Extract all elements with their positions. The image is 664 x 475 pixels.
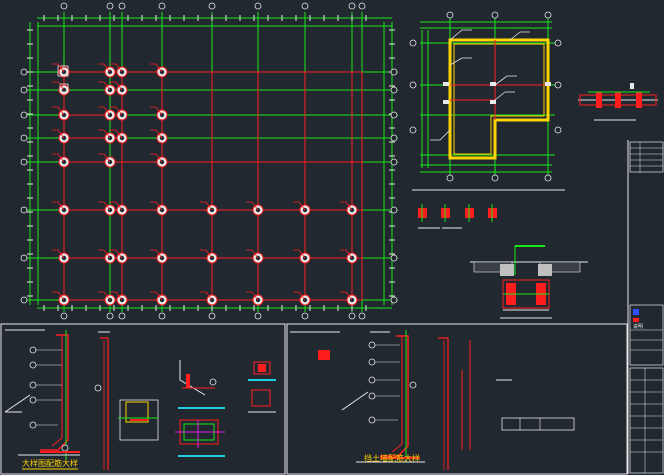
axis-bubble (20, 68, 28, 76)
dimension-ticks (27, 15, 395, 311)
title-block-note: 说明 (633, 323, 643, 330)
pile-leader (52, 63, 65, 73)
axis-bubble (254, 2, 262, 10)
pile-leader (98, 153, 111, 163)
detail-caption-right: 挡土墙配筋大样 (364, 453, 420, 463)
foundation-plan (20, 2, 398, 320)
axis-bubble (20, 158, 28, 166)
pile-leader (110, 129, 123, 139)
pile-leader (150, 249, 163, 259)
detail-frame-left (0, 323, 286, 475)
axis-bubble (208, 312, 216, 320)
pile-leader (150, 291, 163, 301)
axis-bubble (301, 2, 309, 10)
pile-leader (98, 81, 111, 91)
axis-bubble (208, 2, 216, 10)
axis-bubble (348, 2, 356, 10)
axis-bubble (301, 312, 309, 320)
axis-bubble (20, 134, 28, 142)
axis-bubble (60, 312, 68, 320)
axis-bubble (106, 2, 114, 10)
pile-leader (110, 81, 123, 91)
axis-bubble (118, 2, 126, 10)
pile-leader (98, 201, 111, 211)
small-details (175, 360, 276, 457)
pile-cap-section (470, 245, 588, 319)
pile-leader (98, 63, 111, 73)
detail-frame-right (286, 323, 628, 475)
pile-leader (293, 249, 306, 259)
column-bar-detail (94, 331, 159, 470)
pile-leader (150, 129, 163, 139)
axis-bubble (358, 2, 366, 10)
detail-caption-left: 大样图配筋大样 (22, 458, 78, 468)
axis-bubble (390, 296, 398, 304)
axis-bubble (348, 312, 356, 320)
axis-bubble (20, 206, 28, 214)
axis-bubble (20, 111, 28, 119)
pit-plan (409, 11, 565, 191)
axis-bubble (106, 312, 114, 320)
pile-leader (340, 291, 353, 301)
pile-leader (246, 291, 259, 301)
pile-leader (340, 201, 353, 211)
axis-bubble (390, 68, 398, 76)
pile-leader (52, 201, 65, 211)
pile-cap-samples (418, 204, 497, 229)
pile-leader (150, 153, 163, 163)
pile-leader (110, 201, 123, 211)
beam-elevation (578, 83, 658, 121)
pile-leader (110, 63, 123, 73)
axis-bubble (390, 206, 398, 214)
pile-leader (52, 291, 65, 301)
pile-leader (98, 249, 111, 259)
axis-bubble (358, 312, 366, 320)
title-block: 说明 (627, 140, 664, 474)
axis-bubble (158, 2, 166, 10)
retaining-wall-detail-right: 挡土墙配筋大样 (290, 330, 575, 470)
axis-bubble (20, 254, 28, 262)
pile-leader (52, 249, 65, 259)
pile-leader (200, 201, 213, 211)
pile-leader (52, 129, 65, 139)
pile-cap-square (57, 65, 69, 77)
retaining-wall-detail-left: 大样图配筋大样 (4, 329, 80, 470)
pile-leader (98, 129, 111, 139)
pile-leader (52, 81, 65, 91)
axis-bubble (20, 86, 28, 94)
pile-leader (110, 291, 123, 301)
pile-leader (150, 63, 163, 73)
axis-bubble (390, 111, 398, 119)
axis-bubble (390, 254, 398, 262)
axis-bubble (390, 86, 398, 94)
axis-bubbles (20, 2, 398, 320)
pile-leader (246, 201, 259, 211)
axis-bubble (390, 158, 398, 166)
axis-bubble (254, 312, 262, 320)
pile-leader (110, 106, 123, 116)
pile-leader (150, 201, 163, 211)
pile-leader (200, 291, 213, 301)
pile-leader (110, 249, 123, 259)
axis-bubble (158, 312, 166, 320)
pile-leader (98, 291, 111, 301)
pile-leader (98, 106, 111, 116)
axis-bubble (60, 2, 68, 10)
pile-leader (200, 249, 213, 259)
pile-leader (293, 291, 306, 301)
pile-leader (340, 249, 353, 259)
pile-leader (246, 249, 259, 259)
pile-leader (52, 106, 65, 116)
pile-leaders (52, 63, 353, 301)
axis-bubble (390, 134, 398, 142)
axis-bubble (118, 312, 126, 320)
pile-leader (52, 153, 65, 163)
pile-leader (150, 106, 163, 116)
pile-cap-square (59, 83, 69, 93)
axis-bubble (20, 296, 28, 304)
pile-leader (293, 201, 306, 211)
